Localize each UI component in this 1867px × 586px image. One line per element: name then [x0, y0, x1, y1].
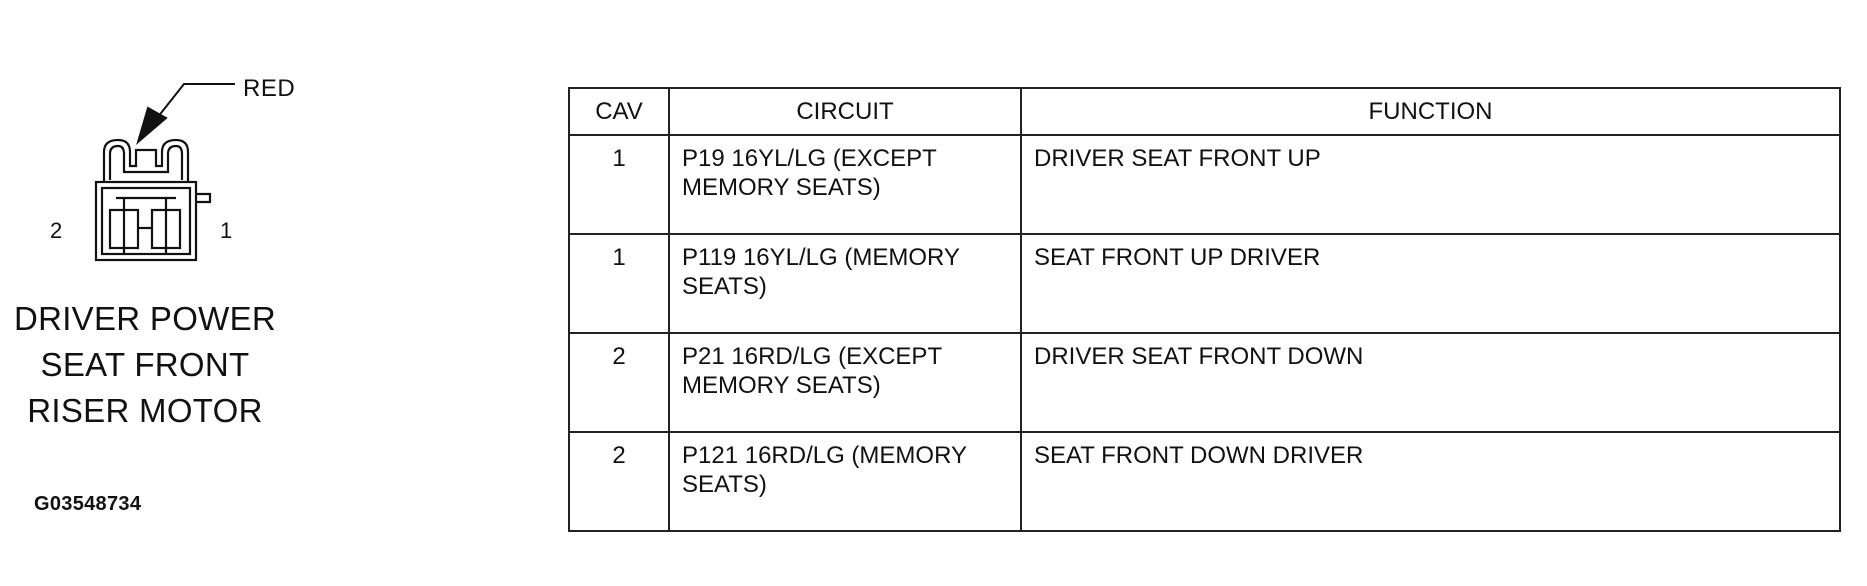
function-cell: SEAT FRONT DOWN DRIVER — [1020, 431, 1841, 532]
function-cell: DRIVER SEAT FRONT DOWN — [1020, 332, 1841, 433]
table-row: 2 P21 16RD/LG (EXCEPT MEMORY SEATS) DRIV… — [568, 332, 1841, 433]
connector-name-line: SEAT FRONT — [40, 346, 250, 383]
connector-name-line: DRIVER POWER — [13, 300, 277, 337]
table-row: 1 P19 16YL/LG (EXCEPT MEMORY SEATS) DRIV… — [568, 134, 1841, 235]
circuit-cell: P121 16RD/LG (MEMORY SEATS) — [668, 431, 1022, 532]
cav-cell: 2 — [568, 431, 670, 532]
color-pointer-arrow — [136, 83, 235, 145]
connector-drawing — [94, 83, 235, 262]
cav-cell: 1 — [568, 134, 670, 235]
function-cell: DRIVER SEAT FRONT UP — [1020, 134, 1841, 235]
header-function: FUNCTION — [1020, 87, 1841, 136]
table-header-row: CAV CIRCUIT FUNCTION — [568, 87, 1841, 136]
connector-name-line: RISER MOTOR — [27, 392, 263, 429]
table-row: 2 P121 16RD/LG (MEMORY SEATS) SEAT FRONT… — [568, 431, 1841, 532]
pin-1-label: 1 — [220, 218, 233, 243]
header-circuit: CIRCUIT — [668, 87, 1022, 136]
connector-name: DRIVER POWER SEAT FRONT RISER MOTOR — [10, 296, 280, 434]
pinout-table: CAV CIRCUIT FUNCTION 1 P19 16YL/LG (EXCE… — [568, 87, 1841, 532]
header-cav: CAV — [568, 87, 670, 136]
pin-2-label: 2 — [50, 218, 63, 243]
cav-cell: 1 — [568, 233, 670, 334]
table-row: 1 P119 16YL/LG (MEMORY SEATS) SEAT FRONT… — [568, 233, 1841, 334]
cav-cell: 2 — [568, 332, 670, 433]
function-cell: SEAT FRONT UP DRIVER — [1020, 233, 1841, 334]
circuit-cell: P119 16YL/LG (MEMORY SEATS) — [668, 233, 1022, 334]
connector-color-label: RED — [243, 75, 296, 102]
connector-body — [94, 138, 212, 262]
figure-id: G03548734 — [34, 493, 142, 515]
circuit-cell: P21 16RD/LG (EXCEPT MEMORY SEATS) — [668, 332, 1022, 433]
circuit-cell: P19 16YL/LG (EXCEPT MEMORY SEATS) — [668, 134, 1022, 235]
